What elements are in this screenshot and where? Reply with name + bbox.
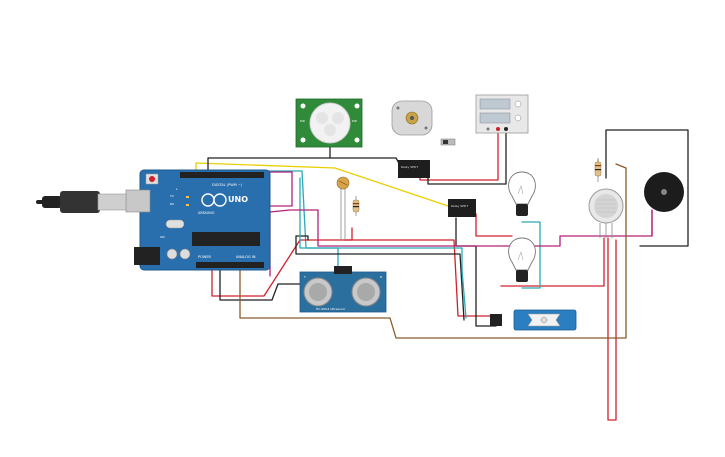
- wire-brown[interactable]: [239, 163, 627, 339]
- ultrasonic-t-label: T: [303, 275, 306, 279]
- usb-cable[interactable]: [36, 191, 129, 213]
- arduino-logo-icon: [201, 193, 227, 207]
- wire-cyan-bulb[interactable]: [521, 221, 541, 289]
- l-label: L: [176, 187, 178, 191]
- digital-pins-label: DIGITAL (PWM ~): [212, 183, 243, 187]
- atmega-chip: [192, 232, 260, 246]
- relay-2-label: Relay SPDT: [451, 204, 468, 208]
- wire-black-mid[interactable]: [295, 235, 465, 321]
- ultrasonic-sensor[interactable]: HC-SR04 Ultrasonic T R: [299, 266, 387, 313]
- rx-label: RX: [170, 202, 174, 206]
- wire-red-bottom[interactable]: [211, 227, 353, 297]
- wire-cyan-right[interactable]: [299, 177, 467, 319]
- pir-label-right: PIR: [352, 119, 357, 123]
- photoresistor[interactable]: [336, 176, 350, 240]
- wire-red-relay2[interactable]: [461, 213, 513, 237]
- wire-red-sound[interactable]: [500, 237, 605, 287]
- relay-1-label: Relay SPDT: [401, 165, 418, 169]
- piezo-speaker[interactable]: [644, 172, 684, 236]
- wire-black-relay1[interactable]: [427, 129, 507, 185]
- relay-1[interactable]: Relay SPDT: [398, 160, 430, 178]
- wire-black-speaker[interactable]: [605, 129, 689, 247]
- dc-motor[interactable]: [391, 100, 433, 136]
- arduino-maker-label: ARDUINO: [198, 211, 215, 215]
- power-pins-label: POWER: [198, 255, 212, 259]
- wire-black-bottom[interactable]: [219, 267, 343, 301]
- on-label: ON: [160, 235, 165, 239]
- wire-red-supply[interactable]: [419, 129, 499, 181]
- dc-power-supply[interactable]: [475, 94, 529, 134]
- tx-label: TX: [169, 194, 174, 198]
- slide-switch[interactable]: [440, 138, 456, 146]
- pir-sensor[interactable]: PIR PIR: [295, 98, 363, 148]
- ultrasonic-label: HC-SR04 Ultrasonic: [316, 307, 346, 311]
- resistor-2[interactable]: [594, 158, 602, 182]
- light-bulb-1[interactable]: [508, 171, 536, 216]
- wire-red-right[interactable]: [607, 237, 617, 421]
- resistor-1[interactable]: [352, 196, 360, 216]
- relay-2[interactable]: Relay SPDT: [448, 199, 476, 217]
- light-bulb-2[interactable]: [508, 237, 536, 282]
- arduino-uno-board[interactable]: UNO ARDUINO DIGITAL (PWM ~) POWER ANALOG…: [125, 169, 271, 271]
- ultrasonic-r-label: R: [380, 275, 382, 279]
- wire-red-servo[interactable]: [344, 239, 497, 317]
- gas-sensor[interactable]: [588, 188, 624, 238]
- pir-label-left: PIR: [300, 119, 305, 123]
- servo-motor[interactable]: [490, 309, 577, 331]
- analog-pins-label: ANALOG IN: [236, 255, 256, 259]
- arduino-model-label: UNO: [228, 195, 248, 204]
- wire-magenta-right[interactable]: [269, 209, 653, 277]
